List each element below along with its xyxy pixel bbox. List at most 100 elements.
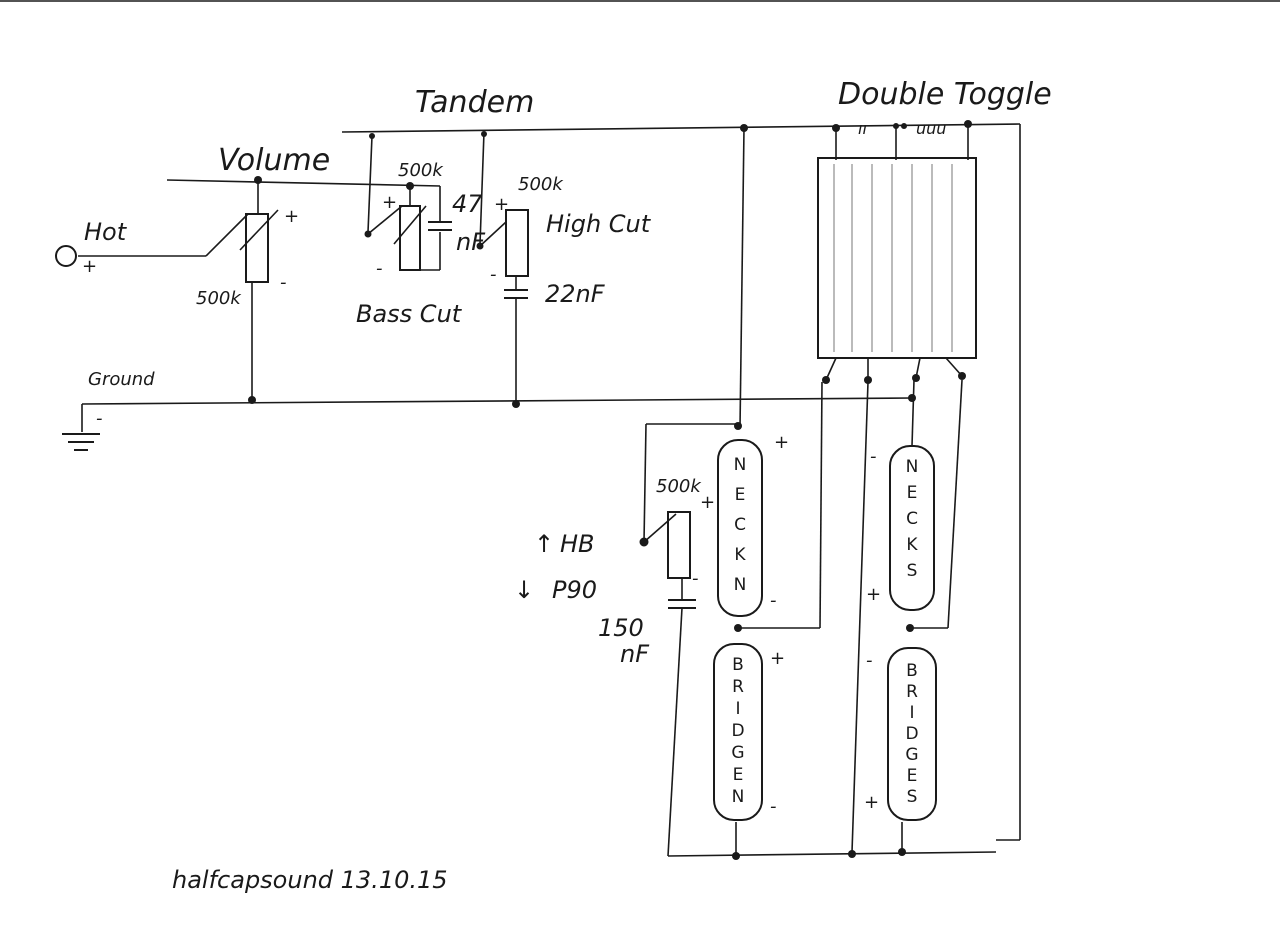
- bass-pot-wiper: [393, 205, 427, 245]
- signature: halfcapsound 13.10.15: [172, 866, 448, 894]
- pickup-letter: I: [735, 699, 740, 719]
- hb-minus-mark: -: [692, 568, 699, 589]
- toggle-mark-left: ıı: [858, 119, 867, 138]
- wire-high-wiper: [479, 221, 507, 247]
- pickup-letter: B: [906, 661, 918, 681]
- pickup-letter: I: [909, 703, 914, 723]
- volume-minus-mark: -: [280, 272, 287, 293]
- pickup-letter: G: [905, 745, 918, 765]
- label-bass-cut: Bass Cut: [356, 300, 463, 328]
- pickup-letter: C: [906, 509, 918, 529]
- volume-pot-value: 500k: [196, 288, 242, 309]
- label-ground: Ground: [88, 369, 155, 390]
- bass-minus-mark: -: [376, 258, 383, 279]
- wire-hb-cap-ground: [667, 607, 683, 857]
- pickup-letter: E: [907, 766, 918, 786]
- hb-cap-value: 150: [598, 614, 644, 642]
- bridge-s-plus-mark: +: [864, 792, 879, 813]
- label-volume: Volume: [218, 143, 330, 178]
- volume-plus-mark: +: [284, 206, 299, 227]
- pickup-neck-n: [717, 439, 763, 617]
- pickup-letter: K: [734, 545, 746, 565]
- wire-ground-bus: [81, 397, 913, 405]
- ground-minus-mark: -: [96, 408, 103, 429]
- wire-bass-wiper: [367, 205, 403, 235]
- input-jack-icon: [55, 245, 77, 267]
- pickup-letter: N: [734, 575, 747, 595]
- pickup-letter: K: [906, 535, 918, 555]
- bass-cap-unit: nF: [456, 228, 486, 256]
- pickup-letter: D: [905, 724, 918, 744]
- label-p90: P90: [552, 576, 597, 604]
- wire-toggle-leg-4: [945, 357, 963, 377]
- volume-pot: [245, 213, 269, 283]
- label-double-toggle: Double Toggle: [838, 77, 1052, 112]
- wire-tandem-bus: [341, 123, 1021, 133]
- bridge-n-minus-mark: -: [770, 796, 777, 817]
- toggle-mark-right: uuu: [916, 119, 946, 138]
- label-hot: Hot: [84, 218, 128, 246]
- wire-toggle-to-neck-n-minus: [819, 381, 823, 629]
- pickup-letter: D: [731, 721, 744, 741]
- pickup-neck-s: [889, 445, 935, 611]
- wire-toggle-to-neck-s-plus: [947, 379, 963, 629]
- bass-plus-mark: +: [382, 192, 397, 213]
- wire-volume-bus: [166, 179, 441, 187]
- high-cut-pot: [505, 209, 529, 277]
- pickup-letter: N: [906, 457, 919, 477]
- pickup-bridge-n: [713, 643, 763, 821]
- up-arrow-icon: ↑: [534, 530, 554, 558]
- volume-pot-wiper: [239, 209, 279, 251]
- pickup-letter: E: [733, 765, 744, 785]
- wire-toggle-leg-1: [825, 357, 837, 381]
- pickup-letter: R: [732, 677, 744, 697]
- wire-toggle-to-neck-s: [911, 379, 915, 447]
- hb-pot-value: 500k: [656, 476, 702, 497]
- neck-n-plus-mark: +: [774, 432, 789, 453]
- pickup-letter: B: [732, 655, 744, 675]
- label-hb: HB: [560, 530, 595, 558]
- pickup-letter: C: [734, 515, 746, 535]
- hot-plus-mark: +: [82, 256, 97, 277]
- label-tandem: Tandem: [415, 85, 534, 120]
- pickup-letter: E: [735, 485, 746, 505]
- double-toggle-switch: [817, 157, 977, 359]
- wire-high-tandem: [479, 131, 485, 245]
- bridge-s-minus-mark: -: [866, 650, 873, 671]
- down-arrow-icon: ↓: [514, 576, 534, 604]
- pickup-letter: S: [907, 561, 918, 581]
- pickup-letter: G: [731, 743, 744, 763]
- hb-cap-unit: nF: [620, 640, 650, 668]
- neck-s-plus-mark: +: [866, 584, 881, 605]
- wire-tandem-to-neck-n: [739, 127, 745, 429]
- wire-bass-tandem: [367, 135, 373, 233]
- wire-hb-left: [643, 423, 647, 543]
- junction-dots: [248, 120, 972, 860]
- high-pot-value: 500k: [518, 174, 564, 195]
- high-minus-mark: -: [490, 264, 497, 285]
- hb-plus-mark: +: [700, 492, 715, 513]
- pickup-letter: E: [907, 483, 918, 503]
- ground-icon: [62, 433, 100, 451]
- pickup-letter: S: [907, 787, 918, 807]
- bridge-n-plus-mark: +: [770, 648, 785, 669]
- wire-toggle-to-bottom: [851, 381, 869, 853]
- wire-bottom-bus: [667, 851, 997, 857]
- neck-n-minus-mark: -: [770, 590, 777, 611]
- bass-cap-value: 47: [452, 190, 483, 218]
- pickup-letter: R: [906, 682, 918, 702]
- label-high-cut: High Cut: [546, 210, 652, 238]
- wire-hb-wiper: [643, 513, 677, 543]
- pickup-letter: N: [734, 455, 747, 475]
- bass-pot-value: 500k: [398, 160, 444, 181]
- high-cap-value: 22nF: [545, 280, 606, 308]
- neck-s-minus-mark: -: [870, 446, 877, 467]
- hb-pot: [667, 511, 691, 579]
- pickup-bridge-s: [887, 647, 937, 821]
- pickup-letter: N: [732, 787, 745, 807]
